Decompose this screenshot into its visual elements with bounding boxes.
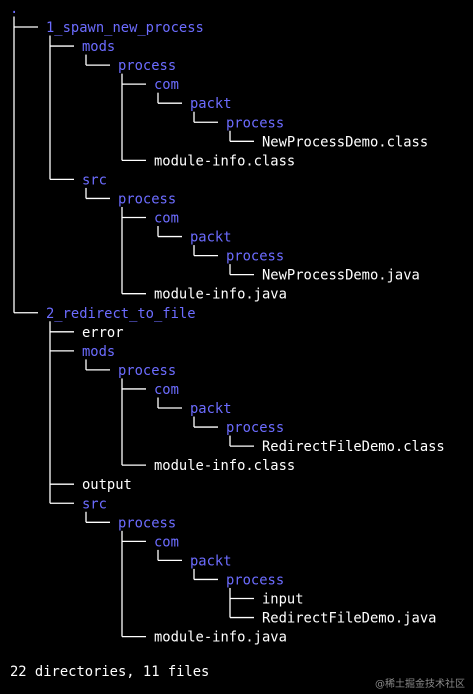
file-entry: RedirectFileDemo.java	[262, 611, 436, 627]
directory-entry: process	[118, 58, 176, 74]
directory-entry: process	[118, 363, 176, 379]
directory-entry: mods	[82, 344, 115, 360]
directory-entry: process	[226, 115, 284, 131]
directory-entry: process	[226, 249, 284, 265]
file-entry: module-info.java	[154, 287, 287, 303]
tree-summary: 22 directories, 11 files	[10, 664, 210, 680]
directory-entry: com	[154, 211, 179, 227]
directory-entry: process	[118, 191, 176, 207]
watermark: @稀土掘金技术社区	[375, 679, 465, 690]
directory-entry: process	[226, 572, 284, 588]
file-entry: module-info.class	[154, 153, 295, 169]
directory-entry: mods	[82, 39, 115, 55]
directory-entry: process	[226, 420, 284, 436]
directory-entry: packt	[190, 230, 232, 246]
directory-entry: 1_spawn_new_process	[46, 20, 204, 36]
tree-labels: .1_spawn_new_processmodsprocesscompacktp…	[10, 1, 445, 646]
directory-entry: src	[82, 496, 107, 512]
file-entry: input	[262, 592, 304, 608]
directory-entry: 2_redirect_to_file	[46, 306, 196, 322]
file-entry: module-info.java	[154, 630, 287, 646]
file-entry: output	[82, 477, 132, 493]
directory-entry: packt	[190, 401, 232, 417]
directory-entry: com	[154, 77, 179, 93]
directory-entry: src	[82, 172, 107, 188]
directory-entry: packt	[190, 553, 232, 569]
file-entry: module-info.class	[154, 458, 295, 474]
tree-root-label: .	[10, 1, 18, 17]
directory-entry: process	[118, 515, 176, 531]
file-entry: NewProcessDemo.class	[262, 134, 428, 150]
directory-tree: .1_spawn_new_processmodsprocesscompacktp…	[10, 1, 445, 646]
directory-entry: packt	[190, 96, 232, 112]
directory-entry: com	[154, 382, 179, 398]
file-entry: error	[82, 325, 124, 341]
directory-entry: com	[154, 534, 179, 550]
file-entry: NewProcessDemo.java	[262, 268, 420, 284]
file-entry: RedirectFileDemo.class	[262, 439, 445, 455]
tree-connector-lines	[13, 16, 254, 638]
